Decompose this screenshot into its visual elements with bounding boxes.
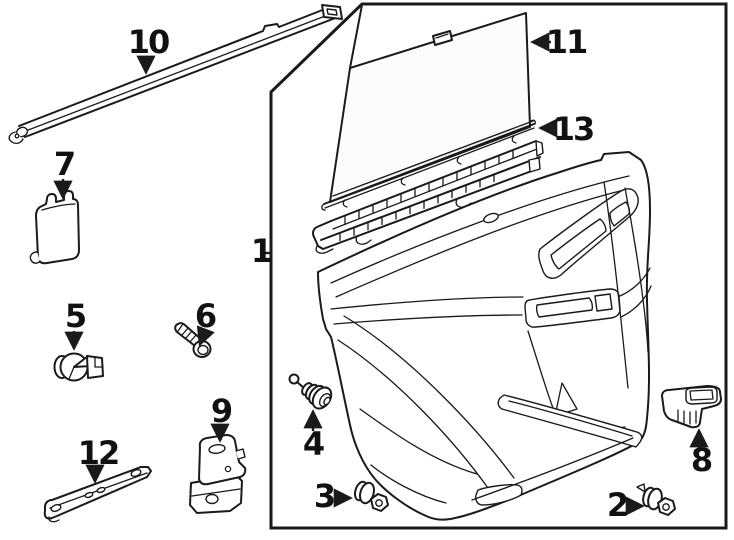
callout-label-6: 6 xyxy=(195,297,216,335)
callout-label-9: 9 xyxy=(211,392,232,430)
callout-label-4: 4 xyxy=(303,425,324,463)
callout-label-10: 10 xyxy=(128,23,169,61)
bracket-illustration xyxy=(43,466,152,523)
push-pin-fastener-illustration xyxy=(288,373,333,410)
trim-cap-illustration xyxy=(29,190,80,265)
callout-label-5: 5 xyxy=(65,297,86,335)
callout-label-12: 12 xyxy=(78,434,119,472)
shade-rail-illustration xyxy=(312,140,544,254)
pull-cup-trim-illustration xyxy=(661,385,722,429)
callout-label-8: 8 xyxy=(691,441,712,479)
screw-clip-fastener-right-illustration xyxy=(636,483,676,516)
boundary-box xyxy=(264,2,728,530)
screw-clip-fastener-left-illustration xyxy=(354,480,389,512)
window-switch-illustration xyxy=(189,434,247,514)
belt-weatherstrip-illustration xyxy=(8,4,343,145)
callout-label-1: 1 xyxy=(251,232,272,270)
callout-label-7: 7 xyxy=(54,145,74,183)
sunshade-rod-illustration xyxy=(321,119,536,211)
retainer-clip-illustration xyxy=(53,352,104,382)
callout-arrow-6 xyxy=(196,325,215,347)
sunshade-illustration xyxy=(329,4,534,203)
callouts: 1 2 3 4 5 6 7 8 9 10 11 12 13 xyxy=(53,23,714,524)
callout-label-3: 3 xyxy=(314,477,334,515)
callout-label-13: 13 xyxy=(553,110,594,148)
callout-label-2: 2 xyxy=(607,486,627,524)
callout-label-11: 11 xyxy=(546,23,587,61)
door-trim-panel-illustration xyxy=(317,151,652,521)
